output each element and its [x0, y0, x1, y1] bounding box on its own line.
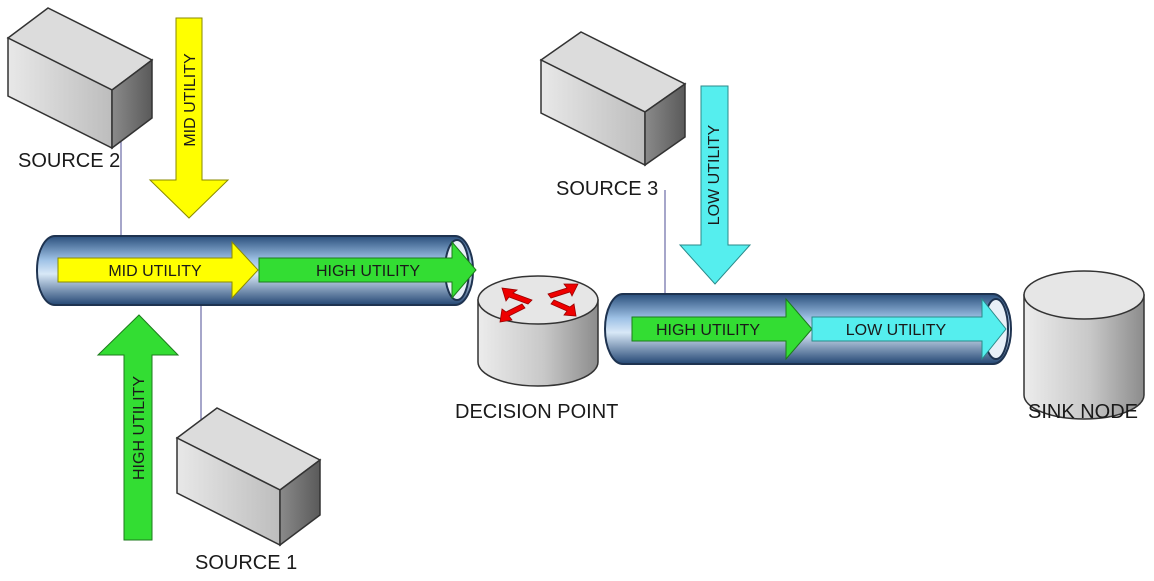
source2-arrow-mid: MID UTILITY — [148, 17, 230, 219]
pipe1-high-label: HIGH UTILITY — [316, 263, 420, 280]
sink-node-cylinder — [1023, 270, 1145, 420]
source1-arrow-high: HIGH UTILITY — [96, 314, 180, 541]
source3-arrow-label: LOW UTILITY — [706, 124, 723, 225]
source1-box — [175, 407, 322, 547]
decision-point-label: DECISION POINT — [455, 401, 618, 423]
pipe1-mid-label: MID UTILITY — [108, 263, 202, 280]
source2-arrow-label: MID UTILITY — [182, 53, 199, 147]
pipe2-low-label: LOW UTILITY — [846, 322, 947, 339]
pipe2-high-label: HIGH UTILITY — [656, 322, 760, 339]
pipe2-arrow-low: LOW UTILITY — [811, 297, 1007, 361]
pipe1-arrow-high: HIGH UTILITY — [258, 240, 477, 300]
decision-point-router — [477, 275, 599, 387]
source3-arrow-low: LOW UTILITY — [678, 85, 752, 285]
source2-box — [6, 7, 154, 150]
source3-label: SOURCE 3 — [556, 178, 658, 200]
sink-node-label: SINK NODE — [1028, 401, 1138, 423]
pipe1-arrow-mid: MID UTILITY — [57, 240, 259, 300]
pipe2-arrow-high: HIGH UTILITY — [631, 297, 813, 361]
source1-label: SOURCE 1 — [195, 552, 297, 574]
source2-label: SOURCE 2 — [18, 150, 120, 172]
source3-box — [539, 31, 687, 167]
router-arrows-icon — [499, 283, 579, 323]
source1-arrow-label: HIGH UTILITY — [131, 376, 148, 480]
